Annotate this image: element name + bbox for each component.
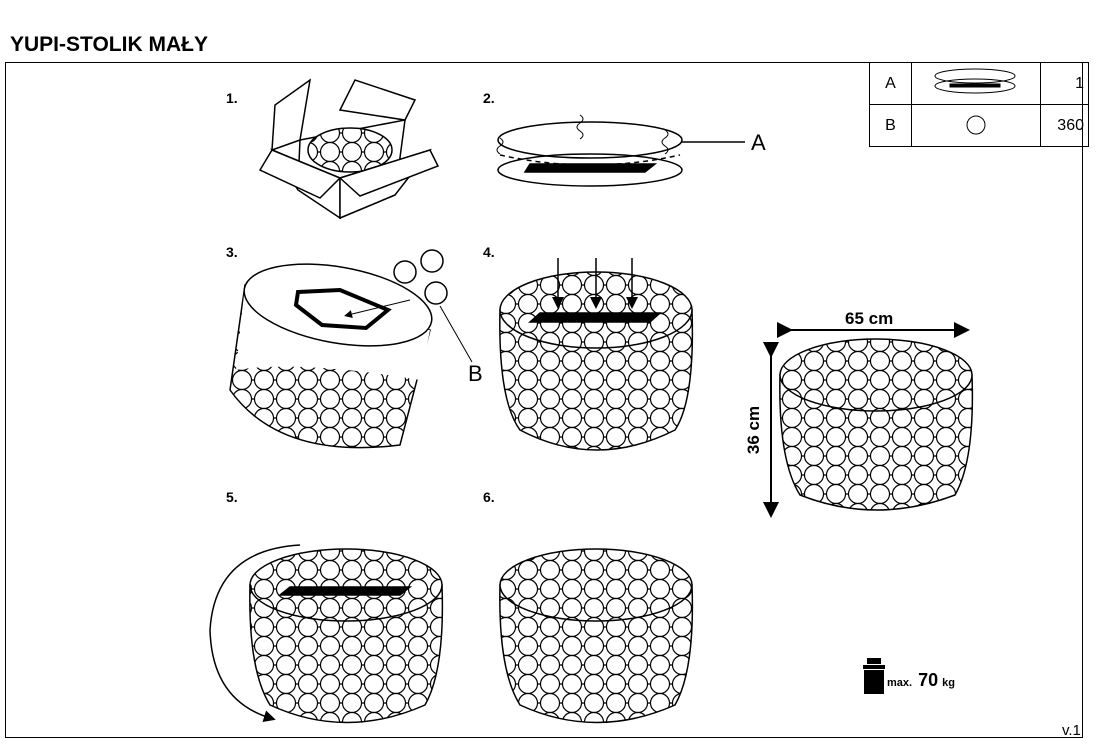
version-label: v.1 [1062,722,1081,739]
part-icon-cell [911,104,1041,147]
page-title: YUPI-STOLIK MAŁY [10,33,208,56]
weight-icon [863,658,885,694]
finished-pouf-illustration [499,548,694,724]
callout-a: A [751,130,766,155]
dimension-pouf-illustration [763,322,974,518]
table-row: A 1 [869,62,1089,105]
width-dimension: 65 cm [845,309,894,328]
table-row: B 360 [869,104,1089,147]
height-dimension: 36 cm [744,405,764,455]
parts-table: A 1 B 360 [869,62,1089,147]
max-load-prefix: max. [887,677,913,689]
part-id: B [869,104,912,147]
instruction-frame [5,62,1083,738]
closing-pouf-illustration [209,544,444,724]
step-6-label: 6. [483,489,495,505]
step-5-label: 5. [226,489,238,505]
max-load-unit: kg [942,677,955,689]
part-id: A [869,62,912,105]
part-qty: 360 [1040,104,1089,147]
open-pouf-illustration [229,249,473,449]
cover-illustration [496,114,745,187]
step-2-label: 2. [483,90,495,106]
part-icon-cell [911,62,1041,105]
step-1-label: 1. [226,90,238,106]
max-load-value: 70 [918,670,939,690]
step-3-label: 3. [226,244,238,260]
box-illustration [258,78,440,220]
step-4-label: 4. [483,244,495,260]
callout-b: B [468,361,483,386]
part-qty: 1 [1040,62,1089,105]
filled-pouf-illustration [499,258,694,451]
